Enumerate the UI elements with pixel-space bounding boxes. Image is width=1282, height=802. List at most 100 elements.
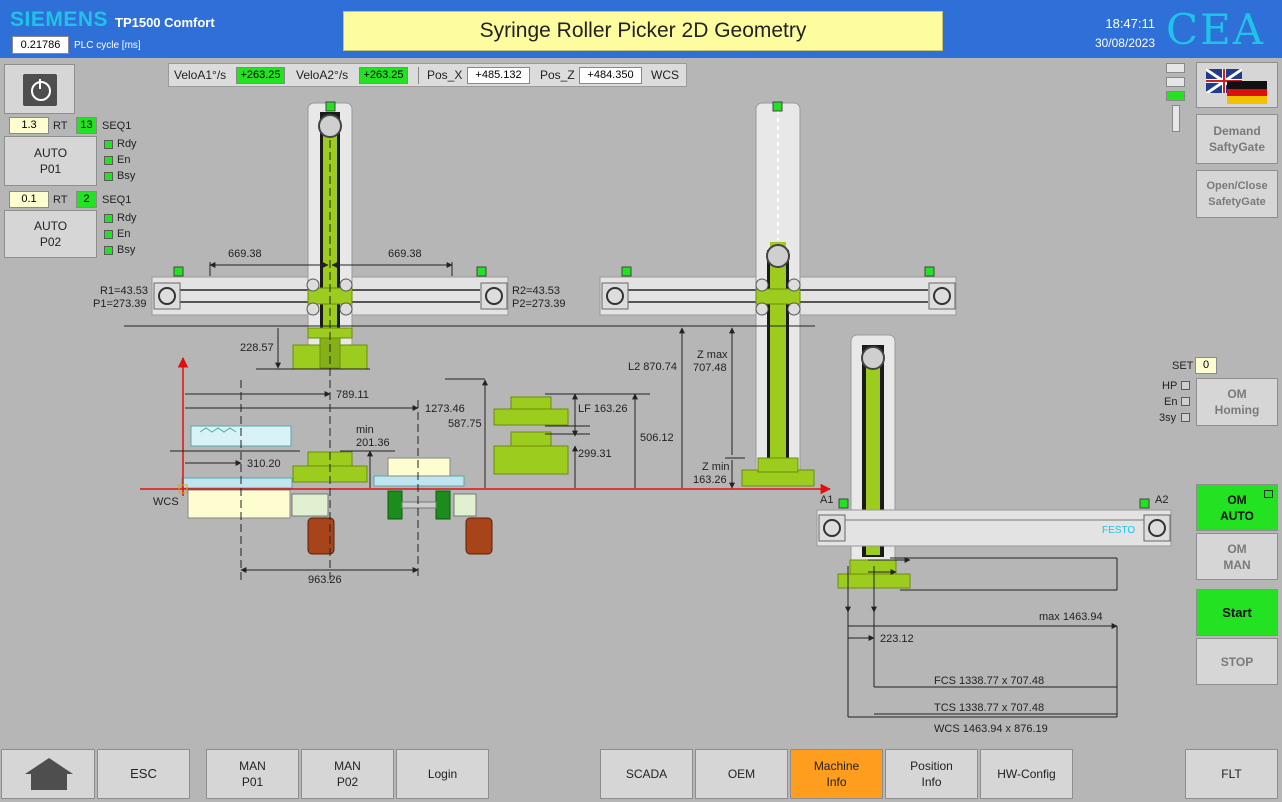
man-p02-button[interactable]: MAN P02 (301, 749, 394, 799)
dim-p2: P2=273.39 (512, 298, 566, 310)
dim-223: 223.12 (880, 633, 914, 645)
om-man-button[interactable]: OM MAN (1196, 533, 1278, 580)
language-toggle-button[interactable] (1196, 62, 1278, 108)
oem-button[interactable]: OEM (695, 749, 788, 799)
set-label: SET (1172, 360, 1194, 372)
velo-a1-label: VeloA1°/s (174, 68, 227, 82)
p02-rdy-label: Rdy (117, 212, 137, 224)
indicator-bar (1172, 105, 1180, 132)
dim-zmax-value: 707.48 (693, 362, 727, 374)
dim-506: 506.12 (640, 432, 674, 444)
clock-date: 30/08/2023 (1094, 36, 1155, 50)
wcs-origin-label: WCS (153, 496, 179, 508)
auto-p01-button[interactable]: AUTO P01 (4, 136, 97, 186)
p02-value: 0.1 (9, 191, 49, 208)
power-button[interactable] (4, 64, 75, 114)
dim-310: 310.20 (247, 458, 281, 470)
indicator-1 (1166, 63, 1185, 73)
p02-bsy-label: Bsy (117, 244, 136, 256)
p02-seq-number: 2 (76, 191, 97, 208)
dim-789: 789.11 (336, 389, 369, 401)
dim-r1: R1=43.53 (100, 285, 148, 297)
dim-zmin-label: Z min (702, 461, 730, 473)
power-icon (23, 74, 57, 106)
p02-seq-label: SEQ1 (102, 194, 132, 206)
set-value: 0 (1195, 357, 1217, 374)
auto-p02-button[interactable]: AUTO P02 (4, 210, 97, 258)
dim-669-left: 669.38 (228, 248, 262, 260)
dim-p1: P1=273.39 (93, 298, 147, 310)
en-led (1181, 397, 1190, 406)
page-title: Syringe Roller Picker 2D Geometry (343, 11, 943, 51)
tcs-dims: TCS 1338.77 x 707.48 (934, 702, 1044, 714)
p02-rt-label: RT (53, 194, 68, 206)
dim-l2: L2 870.74 (628, 361, 677, 373)
dim-669-right: 669.38 (388, 248, 422, 260)
dim-1273: 1273.46 (425, 403, 465, 415)
middle-gantry (599, 101, 957, 487)
pos-z-label: Pos_Z (540, 68, 575, 82)
strip-divider (418, 67, 419, 84)
dim-zmax-label: Z max (697, 349, 728, 361)
origin-marker (178, 484, 188, 494)
axis-a1-label: A1 (820, 494, 833, 506)
login-button[interactable]: Login (396, 749, 489, 799)
dim-299: 299.31 (578, 448, 612, 460)
position-info-button[interactable]: Position Info (885, 749, 978, 799)
machine-info-button[interactable]: Machine Info (790, 749, 883, 799)
dim-max: max 1463.94 (1039, 611, 1103, 623)
home-button[interactable] (1, 749, 95, 799)
start-button[interactable]: Start (1196, 589, 1278, 636)
home-icon (25, 758, 73, 774)
p01-en-label: En (117, 154, 131, 166)
bsy-led (1181, 413, 1190, 422)
dim-lf: LF 163.26 (578, 403, 628, 415)
flt-button[interactable]: FLT (1185, 749, 1278, 799)
plc-cycle-value: 0.21786 (12, 36, 69, 54)
velo-a2-value: +263.25 (359, 67, 408, 84)
bsy-label: 3sy (1159, 412, 1177, 424)
hp-label: HP (1162, 380, 1178, 392)
dim-r2: R2=43.53 (512, 285, 560, 297)
esc-button[interactable]: ESC (97, 749, 190, 799)
scada-button[interactable]: SCADA (600, 749, 693, 799)
p01-rt-label: RT (53, 120, 68, 132)
syringe-station (181, 425, 493, 555)
de-flag-icon (1227, 81, 1267, 105)
dim-963: 963.26 (308, 574, 342, 586)
p02-en-label: En (117, 228, 131, 240)
p01-bsy-label: Bsy (117, 170, 136, 182)
en-label: En (1164, 396, 1178, 408)
home-icon-base (31, 774, 67, 790)
company-logo: CEA (1166, 5, 1266, 54)
header-bar: SIEMENS TP1500 Comfort 0.21786 PLC cycle… (0, 0, 1282, 58)
coordinate-frame-label: WCS (651, 68, 679, 82)
brand-logo: SIEMENS (10, 8, 109, 31)
festo-label: FESTO (1102, 525, 1135, 536)
hw-config-button[interactable]: HW-Config (980, 749, 1073, 799)
p01-value: 1.3 (9, 117, 49, 134)
dim-587: 587.75 (448, 418, 482, 430)
p01-bsy-led (104, 172, 113, 181)
p01-rdy-label: Rdy (117, 138, 137, 150)
om-homing-button[interactable]: OM Homing (1196, 378, 1278, 426)
dim-min-label: min (356, 424, 374, 436)
right-gantry (816, 334, 1172, 589)
status-strip: VeloA1°/s +263.25 VeloA2°/s +263.25 Pos_… (168, 63, 687, 87)
indicator-3 (1166, 91, 1185, 101)
demand-safety-gate-button[interactable]: Demand SaftyGate (1196, 114, 1278, 164)
p02-en-led (104, 230, 113, 239)
fcs-dims: FCS 1338.77 x 707.48 (934, 675, 1044, 687)
plc-cycle-label: PLC cycle [ms] (74, 40, 141, 51)
clock-time: 18:47:11 (1105, 16, 1155, 31)
open-close-safety-gate-button[interactable]: Open/Close SafetyGate (1196, 170, 1278, 218)
p02-bsy-led (104, 246, 113, 255)
man-p01-button[interactable]: MAN P01 (206, 749, 299, 799)
dim-201: 201.36 (356, 437, 390, 449)
p01-rdy-led (104, 140, 113, 149)
pos-x-value: +485.132 (467, 67, 530, 84)
pos-z-value: +484.350 (579, 67, 642, 84)
velo-a2-label: VeloA2°/s (296, 68, 349, 82)
stop-button[interactable]: STOP (1196, 638, 1278, 685)
